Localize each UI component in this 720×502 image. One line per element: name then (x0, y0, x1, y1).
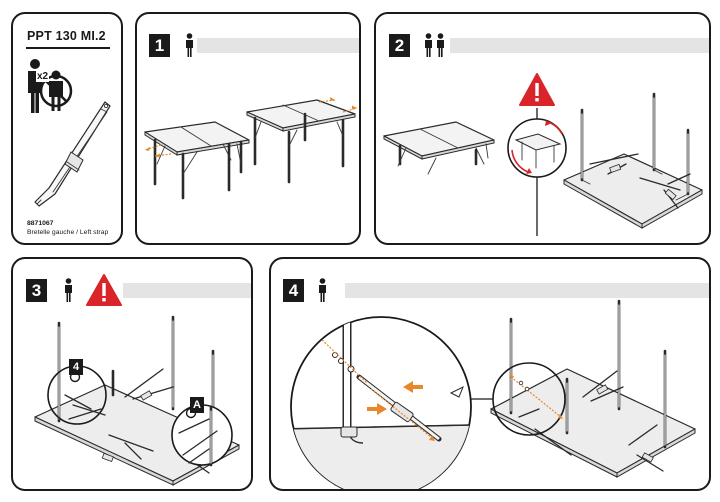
model-name: PPT 130 MI.2 (27, 29, 106, 43)
step-3-number: 3 (26, 279, 47, 302)
warning-triangle-icon (519, 73, 555, 106)
left-strap-drawing (34, 101, 111, 207)
step-3-drawing (34, 315, 240, 486)
step-1-panel: 1 (135, 12, 361, 245)
step-2-number: 2 (389, 34, 410, 57)
person-icon (65, 278, 72, 302)
step-4-number: 4 (283, 279, 304, 302)
step-4-panel: 4 (269, 257, 711, 491)
step-1-drawing (144, 97, 358, 200)
title-underline (26, 47, 110, 49)
part-number: 8871067 (27, 220, 54, 227)
step-1-number: 1 (149, 34, 170, 57)
step-2-header-bar (450, 38, 709, 53)
callout-label-a: A (190, 397, 204, 413)
step-4-header-bar (345, 283, 709, 298)
step-2-panel: 2 (374, 12, 711, 245)
person-icon (319, 278, 326, 302)
quantity-label: x2 (36, 71, 50, 82)
person-icon (186, 33, 193, 57)
part-name: Bretelle gauche / Left strap (27, 229, 109, 236)
warning-triangle-icon (86, 274, 122, 306)
step-3-panel: 3 4 (11, 257, 253, 491)
callout-label-4: 4 (69, 359, 83, 375)
two-persons-icon (425, 33, 444, 57)
step-3-header-bar (123, 283, 251, 298)
step-2-drawing (383, 92, 703, 236)
step-4-drawing (290, 299, 696, 489)
part-info-panel: PPT 130 MI.2 x2 8871067 Bretelle gauche … (11, 12, 123, 245)
step-1-header-bar (197, 38, 359, 53)
